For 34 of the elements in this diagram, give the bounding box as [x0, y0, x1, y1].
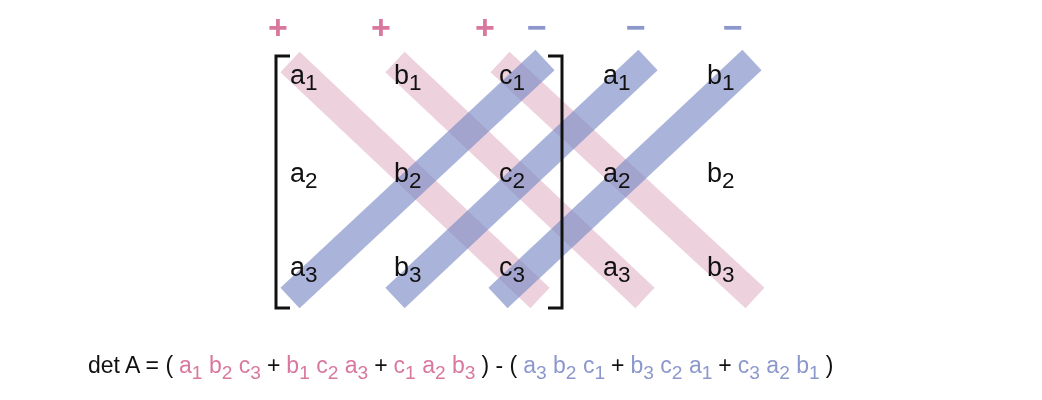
- matrix-entry: b$_{3}$: [394, 252, 422, 289]
- plus-sign: +: [371, 8, 391, 47]
- formula-text: ): [825, 352, 834, 380]
- matrix-entry: c$_{3}$: [499, 252, 525, 289]
- formula-term: a$_{3}$ b$_{2}$ c$_{1}$: [523, 352, 606, 384]
- matrix-entry: a$_{3}$: [290, 252, 318, 289]
- formula-term: a$_{1}$ b$_{2}$ c$_{3}$: [179, 352, 261, 384]
- plus-sign: +: [475, 8, 495, 47]
- plus-sign: +: [268, 8, 288, 47]
- plus-sign: +: [374, 352, 388, 380]
- matrix-entry: b$_{3}$: [707, 252, 735, 289]
- minus-sign: −: [626, 8, 646, 47]
- matrix-entry: c$_{2}$: [499, 158, 525, 195]
- matrix-entry: a$_{1}$: [290, 60, 318, 97]
- formula-term: c$_{3}$ a$_{2}$ b$_{1}$: [737, 352, 820, 384]
- formula-term: b$_{1}$ c$_{2}$ a$_{3}$: [286, 352, 369, 384]
- plus-sign: +: [718, 352, 732, 380]
- matrix-entry: b$_{1}$: [707, 60, 735, 97]
- formula-term: b$_{3}$ c$_{2}$ a$_{1}$: [630, 352, 713, 384]
- matrix-entry: a$_{2}$: [290, 158, 318, 195]
- matrix-entry: a$_{3}$: [603, 252, 631, 289]
- matrix-entry: a$_{2}$: [603, 158, 631, 195]
- plus-sign: +: [266, 352, 281, 380]
- formula-term: c$_{1}$ a$_{2}$ b$_{3}$: [393, 352, 476, 384]
- plus-sign: +: [611, 352, 625, 380]
- matrix-entry: b$_{1}$: [394, 60, 422, 97]
- minus-sign: −: [527, 8, 547, 47]
- matrix-entry: b$_{2}$: [394, 158, 422, 195]
- matrix-entry: a$_{1}$: [603, 60, 631, 97]
- formula-text: det A = (: [88, 352, 174, 380]
- matrix-entry: c$_{1}$: [499, 60, 525, 97]
- matrix-entry: b$_{2}$: [707, 158, 735, 195]
- formula-text: ) - (: [481, 352, 518, 380]
- minus-sign: −: [723, 8, 743, 47]
